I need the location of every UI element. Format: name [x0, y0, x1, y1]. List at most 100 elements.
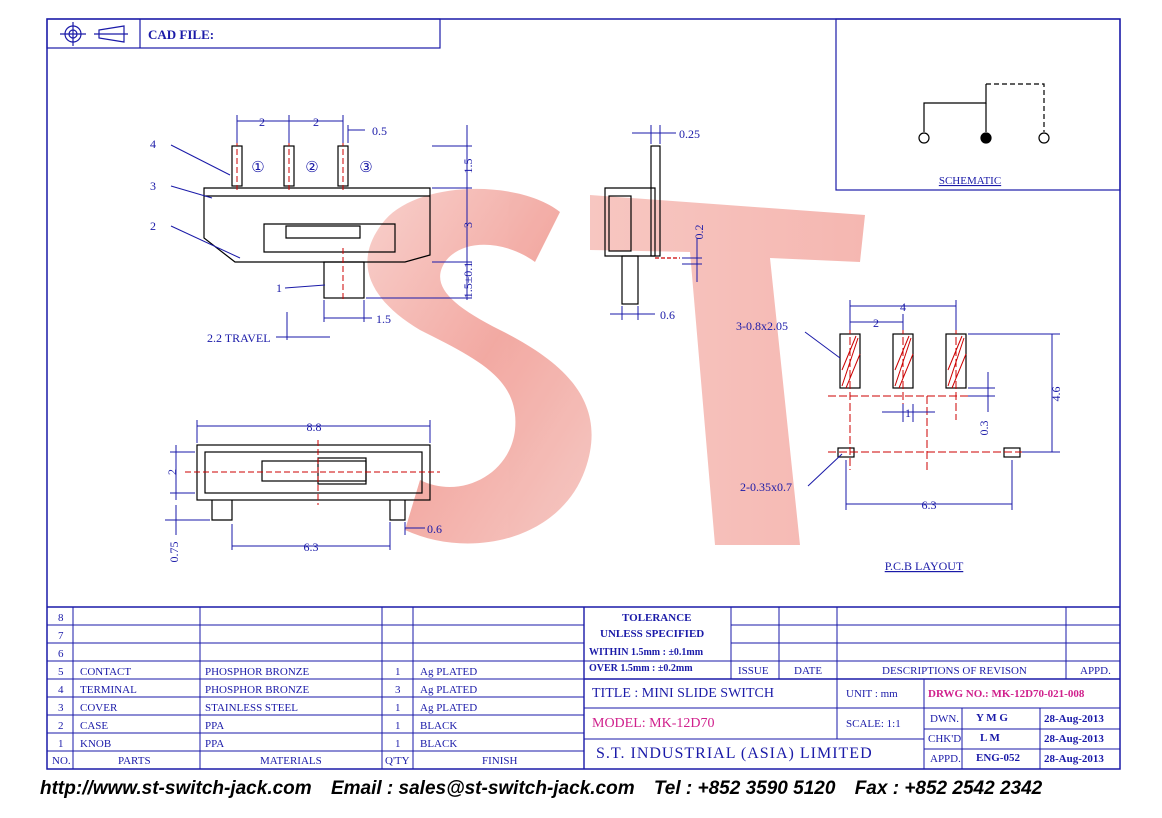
bom-part: CONTACT	[80, 666, 132, 678]
chk-date: 28-Aug-2013	[1044, 733, 1104, 745]
contact-footer: http://www.st-switch-jack.com Email : sa…	[40, 778, 1140, 810]
bom-header-no: NO.	[52, 755, 71, 767]
bom-header-materials: MATERIALS	[260, 755, 322, 767]
appd-date: 28-Aug-2013	[1044, 753, 1104, 765]
dim-body-height: 3	[461, 222, 475, 228]
bom-row-7-no: 7	[58, 630, 64, 642]
website-link[interactable]: http://www.st-switch-jack.com	[40, 778, 312, 799]
projection-symbol-icon	[60, 22, 128, 46]
bottom-dim-tab-height: 0.75	[167, 542, 181, 563]
pcb-layout-label: P.C.B LAYOUT	[885, 559, 964, 573]
pcb-layout	[828, 326, 1030, 470]
bom-header-finish: FINISH	[482, 755, 518, 767]
pin-label-2: ②	[305, 160, 318, 176]
dim-knob-height: 1.5±0.1	[461, 262, 475, 299]
dim-pitch-1: 2	[259, 115, 265, 129]
bom-qty: 3	[395, 684, 401, 696]
bom-part: CASE	[80, 720, 109, 732]
bottom-view	[185, 440, 440, 521]
callout-2: 2	[150, 219, 156, 233]
callout-1: 1	[276, 281, 282, 295]
bom-finish: BLACK	[420, 720, 458, 732]
front-view	[203, 140, 431, 300]
bom-qty: 1	[395, 666, 401, 678]
bom-finish: Ag PLATED	[420, 666, 478, 678]
bom-header-qty: Q'TY	[385, 755, 410, 767]
tolerance-title: TOLERANCE	[622, 612, 692, 624]
fax-text: Fax : +852 2542 2342	[854, 778, 1043, 799]
pcb-dim-46: 4.6	[1049, 387, 1063, 402]
bom-finish: BLACK	[420, 738, 458, 750]
bom-no: 1	[58, 738, 64, 750]
pcb-dim-2: 2	[873, 316, 879, 330]
travel-label: 2.2 TRAVEL	[207, 331, 271, 345]
tolerance-within: WITHIN 1.5mm : ±0.1mm	[589, 647, 704, 658]
appd-label: APPD.	[930, 753, 961, 765]
pcb-dim-4: 4	[900, 300, 906, 314]
bottom-dim-tab: 0.6	[427, 522, 442, 536]
bom-no: 2	[58, 720, 64, 732]
dwn-date: 28-Aug-2013	[1044, 713, 1104, 725]
bom-no: 4	[58, 684, 64, 696]
bottom-dim-width: 2	[165, 469, 179, 475]
bom-material: PHOSPHOR BRONZE	[205, 684, 310, 696]
bom-grid	[47, 606, 1120, 769]
bottom-view-dims	[165, 420, 431, 550]
title-text: TITLE : MINI SLIDE SWITCH	[592, 686, 774, 701]
side-dim-offset: 0.2	[692, 225, 706, 240]
revision-issue: ISSUE	[738, 665, 769, 677]
pin-label-1: ①	[251, 160, 264, 176]
bom-qty: 1	[395, 702, 401, 714]
dwn-label: DWN.	[930, 713, 960, 725]
bom-finish: Ag PLATED	[420, 684, 478, 696]
dim-pin-width: 0.5	[372, 124, 387, 138]
dim-pin-height: 1.5	[461, 159, 475, 174]
callout-3: 3	[150, 179, 156, 193]
bottom-dim-span: 6.3	[304, 540, 319, 554]
dim-knob-width: 1.5	[376, 312, 391, 326]
revision-desc: DESCRIPTIONS OF REVISON	[882, 665, 1027, 677]
side-view-dims	[610, 125, 702, 320]
chk-label: CHK'D	[928, 733, 962, 745]
revision-appd: APPD.	[1080, 665, 1111, 677]
bom-part: KNOB	[80, 738, 112, 750]
email-link[interactable]: Email : sales@st-switch-jack.com	[330, 778, 635, 799]
model-text: MODEL: MK-12D70	[592, 716, 715, 731]
side-view	[604, 145, 680, 305]
revision-date: DATE	[794, 665, 823, 677]
tolerance-subtitle: UNLESS SPECIFIED	[600, 628, 705, 640]
schematic-panel: SCHEMATIC	[835, 18, 1121, 191]
bom-row-8-no: 8	[58, 612, 64, 624]
company-name: S.T. INDUSTRIAL (ASIA) LIMITED	[596, 745, 873, 762]
cad-header: CAD FILE:	[46, 18, 441, 49]
dwn-name: Y M G	[976, 712, 1008, 724]
pcb-dims	[804, 300, 1060, 510]
pcb-dim-03: 0.3	[977, 421, 991, 436]
cad-file-label: CAD FILE:	[148, 27, 214, 42]
front-view-dims	[170, 115, 472, 340]
phone-text: Tel : +852 3590 5120	[653, 778, 836, 799]
chk-name: L M	[980, 732, 1000, 744]
bom-qty: 1	[395, 720, 401, 732]
dim-pitch-2: 2	[313, 115, 319, 129]
pcb-dim-63: 6.3	[922, 498, 937, 512]
bom-part: COVER	[80, 702, 118, 714]
pcb-dim-1: 1	[905, 406, 911, 420]
side-dim-thickness: 0.25	[679, 127, 700, 141]
bom-no: 3	[58, 702, 64, 714]
bottom-dim-length: 8.8	[307, 420, 322, 434]
drawing-number: DRWG NO.: MK-12D70-021-008	[928, 688, 1085, 700]
bom-qty: 1	[395, 738, 401, 750]
pcb-hole-note: 2-0.35x0.7	[740, 480, 792, 494]
bom-row-6-no: 6	[58, 648, 64, 660]
bom-material: PPA	[205, 720, 225, 732]
bom-no: 5	[58, 666, 64, 678]
st-watermark	[367, 188, 865, 545]
tolerance-over: OVER 1.5mm : ±0.2mm	[589, 663, 693, 674]
bom-header-parts: PARTS	[118, 755, 151, 767]
pcb-pad-note: 3-0.8x2.05	[736, 319, 788, 333]
unit-text: UNIT : mm	[846, 688, 898, 700]
bom-material: PHOSPHOR BRONZE	[205, 666, 310, 678]
callout-4: 4	[150, 137, 156, 151]
